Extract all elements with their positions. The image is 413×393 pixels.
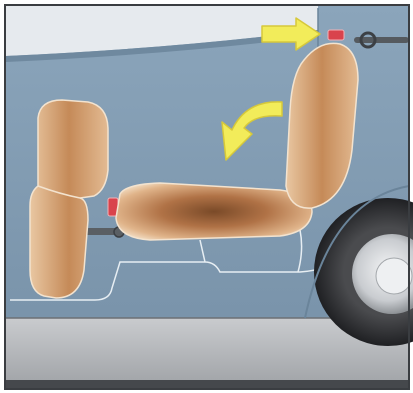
sill-bottom-strip <box>6 380 409 388</box>
seat-cushion <box>116 183 312 240</box>
release-lever-red <box>328 30 344 40</box>
